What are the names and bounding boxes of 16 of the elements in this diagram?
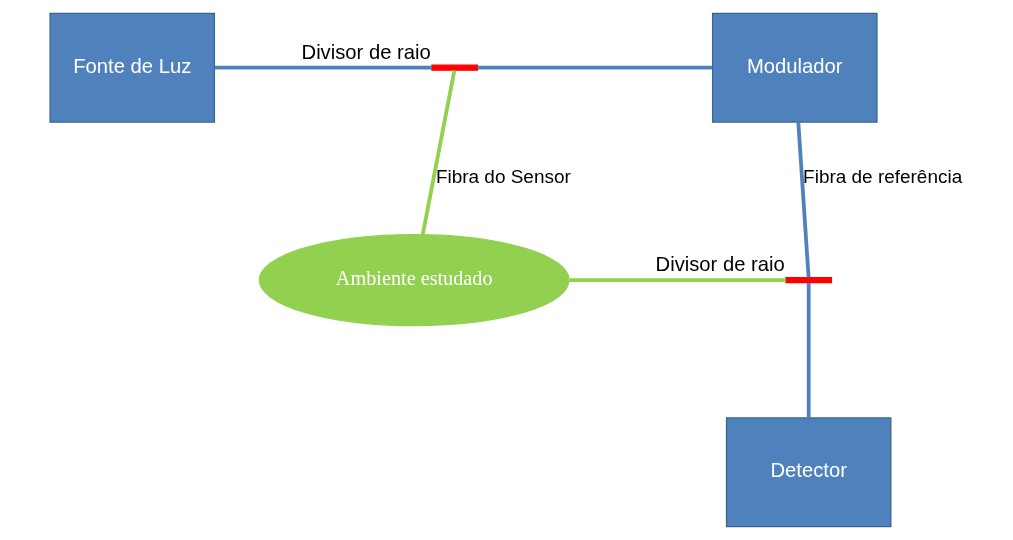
edge-label: Fibra do Sensor (435, 165, 571, 187)
connector (806, 283, 811, 418)
node-box: Detector (725, 417, 892, 528)
edge-label: Fibra de referência (803, 165, 963, 187)
node-box: Modulador (711, 12, 878, 123)
connector (796, 122, 811, 278)
node-label: Divisor de raio (655, 253, 785, 276)
connector (420, 69, 457, 235)
connector (569, 278, 786, 282)
node-box: Fonte de Luz (49, 12, 216, 123)
connector (214, 65, 432, 70)
node-ellipse: Ambiente estudado (258, 233, 570, 327)
node-bar (785, 276, 833, 284)
node-bar (431, 64, 479, 71)
connector (477, 65, 713, 70)
node-label: Divisor de raio (301, 40, 431, 63)
